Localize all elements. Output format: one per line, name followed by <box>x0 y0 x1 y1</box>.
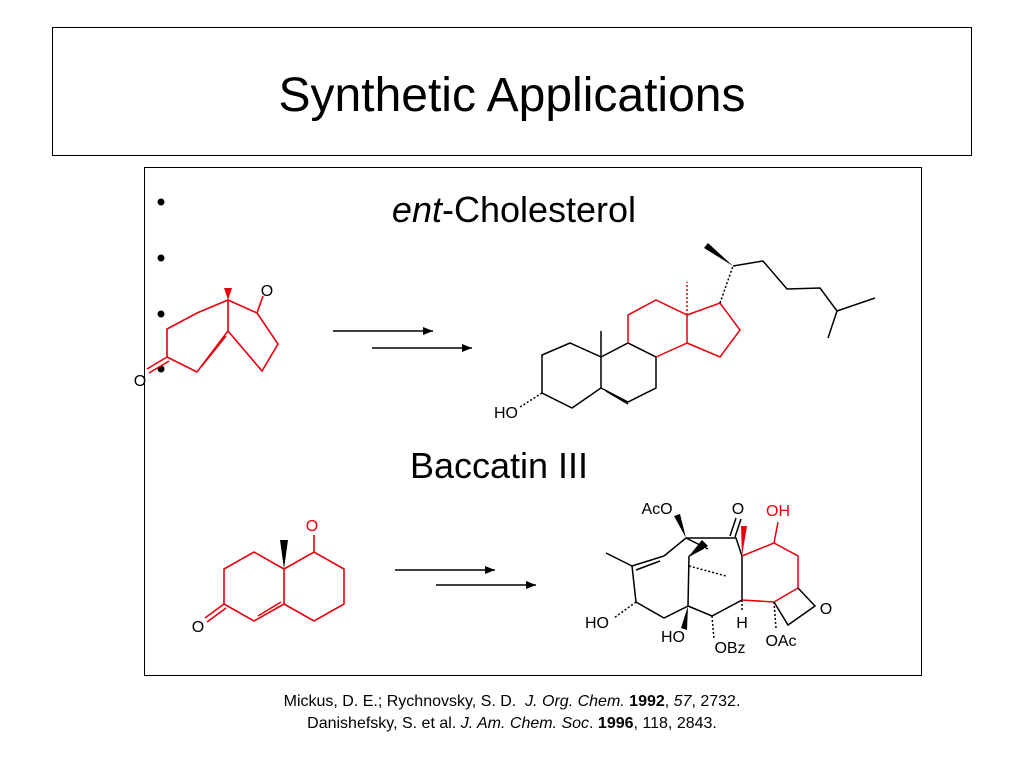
citation-volume: 57 <box>673 693 692 710</box>
bullet <box>157 198 165 206</box>
slide-title: Synthetic Applications <box>278 69 746 122</box>
atom-label: OAc <box>765 633 796 650</box>
citation-journal: J. Am. Chem. Soc <box>460 715 590 732</box>
atom-label: O <box>192 619 204 636</box>
wedge-acetoxy <box>674 514 686 538</box>
starting-material-2 <box>204 535 345 623</box>
atom-label: O <box>306 518 318 535</box>
citation-2: Danishefsky, S. et al. J. Am. Chem. Soc.… <box>307 715 717 732</box>
atom-label: O <box>732 501 744 518</box>
baccatin-heading: Baccatin III <box>410 445 588 486</box>
wedge-hydroxyl <box>681 606 688 630</box>
citation-year: 1996 <box>597 715 634 732</box>
wedge-methyl <box>704 243 733 266</box>
ent-cholesterol-heading: ent-Cholesterol <box>392 189 636 230</box>
atom-label: O <box>820 601 832 618</box>
citation-year: 1992 <box>629 693 665 710</box>
citation-authors: Danishefsky, S. et al. <box>307 715 457 732</box>
atom-label: O <box>261 283 273 300</box>
citation-volume: 118 <box>642 715 668 732</box>
atom-label: HO <box>585 615 609 632</box>
atom-label: HO <box>494 405 518 422</box>
starting-material-1 <box>146 295 279 374</box>
citation-authors: Mickus, D. E.; Rychnovsky, S. D. <box>283 693 517 710</box>
atom-label: H <box>736 615 748 632</box>
title-box: Synthetic Applications <box>52 27 972 156</box>
atom-label: AcO <box>641 501 672 518</box>
wedge-methyl <box>224 288 232 300</box>
bullet <box>157 254 165 262</box>
wedge-methyl <box>689 540 708 556</box>
bullet-list <box>157 198 165 373</box>
citation-1: Mickus, D. E.; Rychnovsky, S. D. J. Org.… <box>283 693 741 710</box>
bullet <box>157 310 165 318</box>
atom-label: HO <box>661 629 685 646</box>
atom-label: OH <box>766 503 790 520</box>
cholesterol-structure <box>519 260 876 409</box>
baccatin-structure <box>605 517 817 641</box>
content-box <box>144 167 922 676</box>
heading-rest: -Cholesterol <box>442 189 636 230</box>
citation-pages: , 2843. <box>667 715 717 732</box>
atom-label: O <box>134 373 146 390</box>
heading-italic: ent <box>392 189 444 230</box>
citation-journal: J. Org. Chem. <box>525 693 625 710</box>
wedge-methyl <box>741 526 747 556</box>
citation-pages: , 2732. <box>691 693 741 710</box>
atom-label: OBz <box>714 640 745 657</box>
wedge-methyl <box>280 540 288 569</box>
